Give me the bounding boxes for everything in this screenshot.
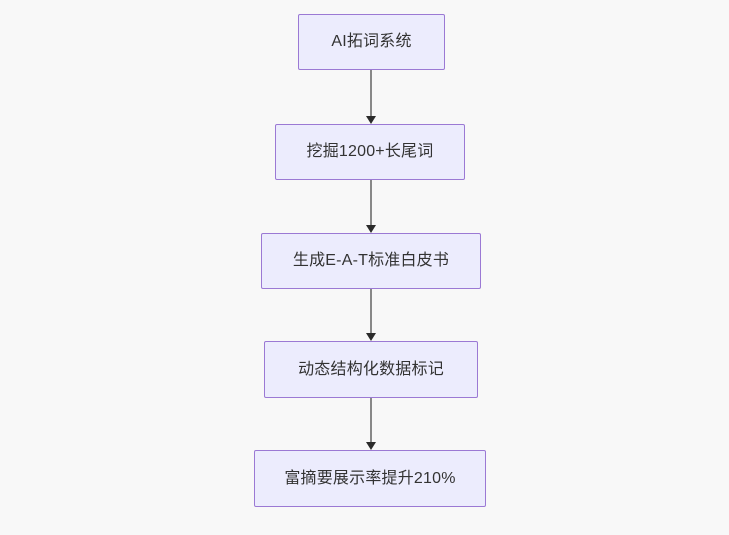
flow-edge-1-to-2	[364, 70, 378, 124]
flow-node-1-label: AI拓词系统	[331, 33, 412, 51]
arrow-down-icon	[366, 442, 376, 450]
flow-node-5[interactable]: 富摘要展示率提升210%	[254, 450, 486, 507]
flow-node-2-label: 挖掘1200+长尾词	[306, 143, 434, 161]
flow-node-5-label: 富摘要展示率提升210%	[284, 469, 456, 487]
arrow-down-icon	[366, 333, 376, 341]
edge-line	[370, 180, 372, 226]
flow-node-1[interactable]: AI拓词系统	[298, 14, 445, 70]
flow-node-2[interactable]: 挖掘1200+长尾词	[275, 124, 465, 180]
flow-edge-3-to-4	[364, 289, 378, 341]
flow-edge-2-to-3	[364, 180, 378, 233]
flow-node-4[interactable]: 动态结构化数据标记	[264, 341, 478, 398]
arrow-down-icon	[366, 116, 376, 124]
edge-line	[370, 289, 372, 334]
edge-line	[370, 70, 372, 117]
flow-node-4-label: 动态结构化数据标记	[298, 360, 444, 378]
flow-node-3-label: 生成E-A-T标准白皮书	[292, 252, 450, 270]
arrow-down-icon	[366, 225, 376, 233]
flow-node-3[interactable]: 生成E-A-T标准白皮书	[261, 233, 481, 289]
edge-line	[370, 398, 372, 443]
flow-edge-4-to-5	[364, 398, 378, 450]
